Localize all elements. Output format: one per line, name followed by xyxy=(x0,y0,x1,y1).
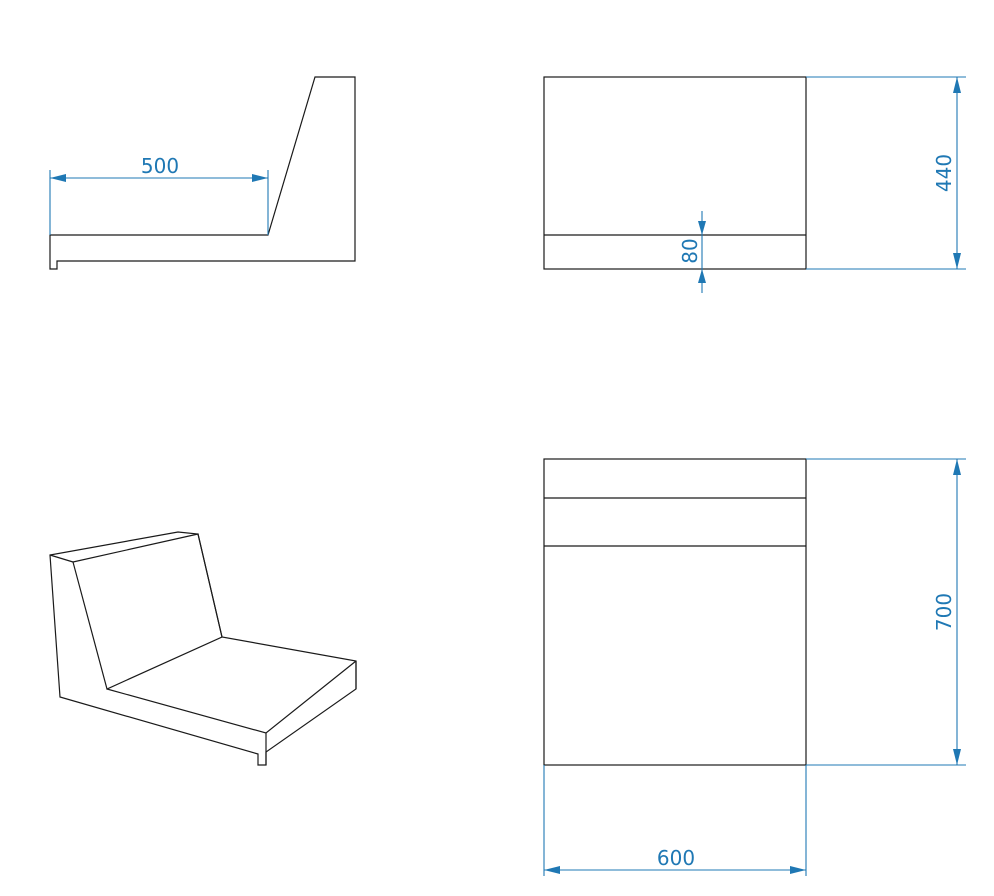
top-view-outline xyxy=(543,458,807,766)
seat-depth-arrow-right xyxy=(252,174,268,182)
seat-depth-label: 500 xyxy=(141,154,179,178)
thickness-arrow-top xyxy=(698,221,706,235)
seat-depth-dimension: 500 xyxy=(49,154,269,235)
thickness-arrow-bottom xyxy=(698,269,706,283)
seat-thickness-label: 80 xyxy=(678,238,702,263)
depth-arrow-bottom xyxy=(953,749,961,765)
height-arrow-top xyxy=(953,77,961,93)
front-view-outline xyxy=(543,76,807,270)
total-height-dimension: 440 xyxy=(806,76,966,270)
front-view: 440 80 xyxy=(543,76,966,293)
seat-depth-arrow-left xyxy=(50,174,66,182)
seat-thickness-dimension: 80 xyxy=(678,211,706,293)
depth-arrow-top xyxy=(953,459,961,475)
width-arrow-right xyxy=(790,866,806,874)
iso-backrest-front xyxy=(72,533,223,690)
side-view: 500 xyxy=(49,76,356,270)
total-height-label: 440 xyxy=(932,154,956,192)
isometric-view xyxy=(49,531,357,766)
width-label: 600 xyxy=(657,846,695,870)
width-arrow-left xyxy=(544,866,560,874)
top-view: 700 600 xyxy=(543,458,966,876)
width-dimension: 600 xyxy=(543,765,807,876)
iso-back-left-face xyxy=(49,531,357,766)
side-view-outline xyxy=(49,76,356,270)
iso-backrest-top-edge xyxy=(49,554,74,563)
total-depth-dimension: 700 xyxy=(806,458,966,766)
total-depth-label: 700 xyxy=(932,593,956,631)
height-arrow-bottom xyxy=(953,253,961,269)
